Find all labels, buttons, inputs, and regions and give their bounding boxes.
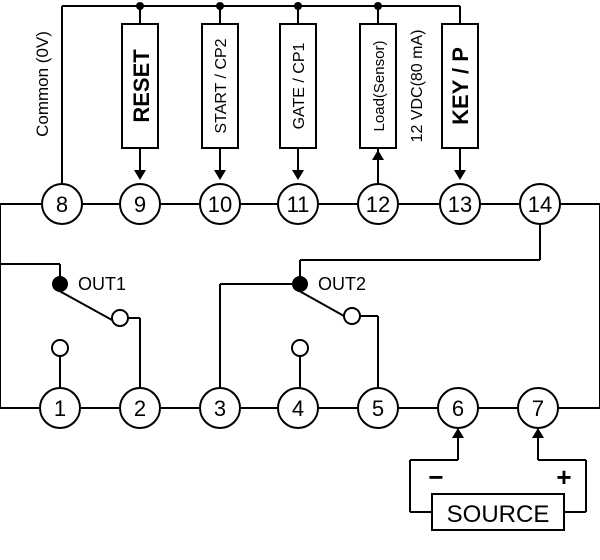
common-label: Common (0V) — [33, 31, 52, 137]
terminal-13-number: 13 — [448, 192, 472, 217]
terminal-10: 10 — [199, 183, 241, 225]
reset-label: RESET — [129, 49, 154, 123]
terminal-7-number: 7 — [532, 396, 544, 421]
top-bus — [61, 2, 461, 188]
terminal-6: 6 — [437, 387, 479, 429]
terminal-7: 7 — [517, 387, 559, 429]
source-label: SOURCE — [447, 501, 550, 528]
terminal-8: 8 — [41, 183, 83, 225]
terminal-6-number: 6 — [452, 396, 464, 421]
terminal-3: 3 — [199, 387, 241, 429]
terminal-10-number: 10 — [208, 192, 232, 217]
plus-sign: + — [556, 462, 571, 492]
terminal-1-number: 1 — [54, 396, 66, 421]
gate-input: GATE / CP1 — [279, 23, 317, 180]
terminal-9-number: 9 — [134, 192, 146, 217]
outer-loop — [0, 204, 600, 409]
out2-relay: OUT2 — [219, 274, 379, 390]
upper-row-wires — [0, 203, 600, 280]
load-label: Load(Sensor) — [371, 41, 388, 132]
gate-label: GATE / CP1 — [291, 42, 308, 129]
terminal-12: 12 — [357, 183, 399, 225]
terminal-4: 4 — [277, 387, 319, 429]
terminal-12-number: 12 — [366, 192, 390, 217]
terminal-2-number: 2 — [134, 396, 146, 421]
terminal-14: 14 — [519, 183, 561, 225]
out2-label: OUT2 — [318, 274, 366, 294]
out1-relay: OUT1 — [0, 263, 141, 390]
power-source: SOURCE − + — [409, 428, 587, 531]
reset-input: RESET — [121, 23, 159, 180]
start-label: START / CP2 — [213, 38, 230, 133]
supply-label: 12 VDC(80 mA) — [409, 30, 426, 143]
terminal-13: 13 — [439, 183, 481, 225]
key-label: KEY / P — [448, 47, 473, 125]
load-sensor: Load(Sensor) — [359, 23, 397, 188]
terminal-11-number: 11 — [287, 192, 310, 217]
terminal-14-number: 14 — [528, 192, 552, 217]
terminal-2: 2 — [119, 387, 161, 429]
minus-sign: − — [428, 462, 443, 492]
key-input: KEY / P — [441, 23, 479, 180]
start-input: START / CP2 — [201, 23, 239, 180]
terminal-3-number: 3 — [214, 396, 226, 421]
terminal-5-number: 5 — [372, 396, 384, 421]
terminal-4-number: 4 — [292, 396, 304, 421]
terminal-9: 9 — [119, 183, 161, 225]
out1-label: OUT1 — [78, 274, 126, 294]
terminal-1: 1 — [39, 387, 81, 429]
terminal-5: 5 — [357, 387, 399, 429]
terminal-11: 11 — [277, 183, 319, 225]
terminal-8-number: 8 — [56, 192, 68, 217]
